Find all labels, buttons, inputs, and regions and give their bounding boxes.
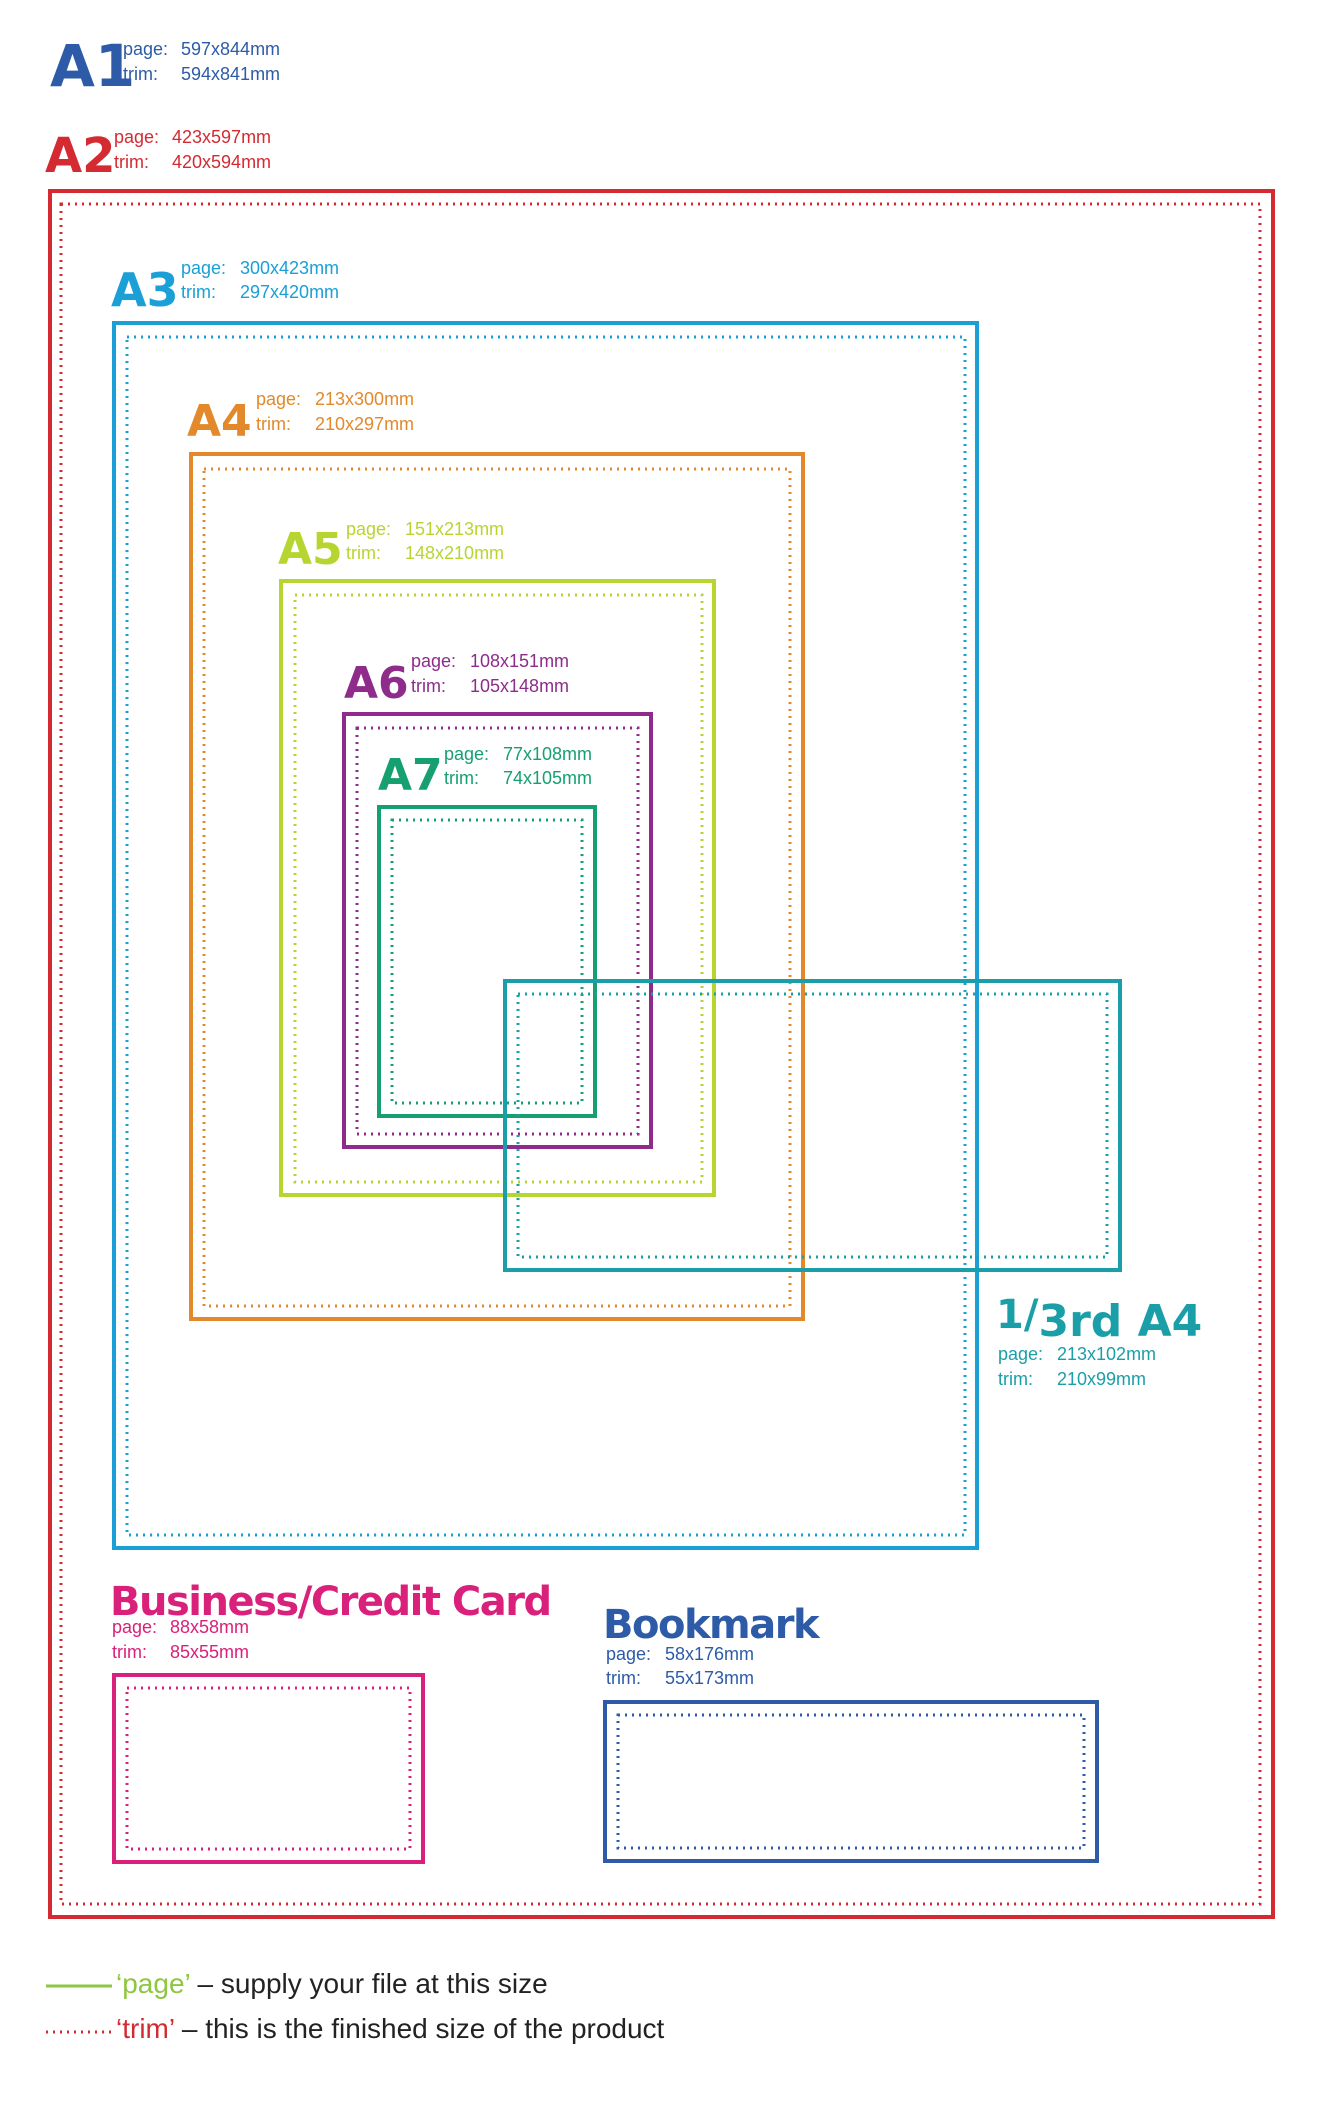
a6-trim-value: 105x148mm [470,676,569,696]
legend-page-text: ‘page’ – supply your file at this size [116,1968,548,1999]
third-a4-trim-value: 210x99mm [1057,1369,1146,1389]
business-card-trim-label: trim: [112,1642,147,1662]
a2-page-outline [48,189,1275,1919]
business-card-trim-value: 85x55mm [170,1642,249,1662]
size-a2: A2 page: 423x597mm trim: 420x594mm [45,127,1275,1919]
a5-page-value: 151x213mm [405,519,504,539]
a2-page-value: 423x597mm [172,127,271,147]
third-a4-page-value: 213x102mm [1057,1344,1156,1364]
a5-trim-label: trim: [346,543,381,563]
bookmark-trim-label: trim: [606,1668,641,1688]
third-a4-title-rest: 3rd A4 [1038,1296,1202,1347]
business-card-page-label: page: [112,1617,157,1637]
a5-trim-outline [293,593,704,1184]
a4-page-value: 213x300mm [315,389,414,409]
a4-page-outline [189,452,805,1321]
size-third-a4: 1/3rd A4 page: 213x102mm trim: 210x99mm [503,979,1202,1389]
a7-trim-outline [390,818,584,1105]
bookmark-page-value: 58x176mm [665,1644,754,1664]
a4-trim-outline [202,467,792,1308]
size-business-card: Business/Credit Card page: 88x58mm trim:… [110,1579,552,1864]
third-a4-title-slash: / [1024,1292,1039,1338]
a3-title: A3 [111,263,179,317]
size-a7: A7 page: 77x108mm trim: 74x105mm [377,744,597,1118]
a7-trim-value: 74x105mm [503,768,592,788]
third-a4-trim-label: trim: [998,1369,1033,1389]
business-card-trim-outline [125,1686,412,1851]
third-a4-page-outline [503,979,1122,1272]
a2-page-label: page: [114,127,159,147]
a4-title: A4 [187,396,252,447]
a7-page-label: page: [444,744,489,764]
third-a4-title-numerator: 1 [996,1292,1024,1338]
a3-trim-value: 297x420mm [240,282,339,302]
business-card-page-value: 88x58mm [170,1617,249,1637]
legend-page-term: ‘page’ [116,1968,190,1999]
a1-trim-label: trim: [123,64,158,84]
third-a4-title: 1/3rd A4 [996,1292,1202,1347]
bookmark-page-label: page: [606,1644,651,1664]
size-a4: A4 page: 213x300mm trim: 210x297mm [187,389,805,1321]
third-a4-trim-outline [516,992,1109,1259]
bookmark-page-outline [603,1700,1099,1863]
a3-page-outline [112,321,979,1550]
business-card-page-outline [112,1673,425,1864]
a2-title: A2 [45,128,116,184]
size-a1: A1 page: 597x844mm trim: 594x841mm [50,32,280,100]
legend-trim-description: – this is the finished size of the produ… [174,2013,664,2044]
size-a3: A3 page: 300x423mm trim: 297x420mm [111,258,979,1550]
a5-title: A5 [278,524,343,575]
third-a4-page-label: page: [998,1344,1043,1364]
a1-trim-value: 594x841mm [181,64,280,84]
a5-trim-value: 148x210mm [405,543,504,563]
bookmark-trim-outline [616,1713,1086,1850]
a7-title: A7 [378,750,443,801]
a6-trim-label: trim: [411,676,446,696]
size-a5: A5 page: 151x213mm trim: 148x210mm [278,519,716,1197]
a7-page-value: 77x108mm [503,744,592,764]
legend-page-description: – supply your file at this size [190,1968,548,1999]
a6-trim-outline [355,726,640,1136]
a6-title: A6 [344,658,409,709]
a4-trim-label: trim: [256,414,291,434]
a7-page-outline [377,805,597,1118]
a6-page-outline [342,712,653,1149]
a5-page-label: page: [346,519,391,539]
bookmark-trim-value: 55x173mm [665,1668,754,1688]
a3-page-label: page: [181,258,226,278]
bookmark-title: Bookmark [603,1602,821,1648]
a4-trim-value: 210x297mm [315,414,414,434]
a1-title: A1 [50,32,135,100]
size-a6: A6 page: 108x151mm trim: 105x148mm [342,651,653,1149]
a2-trim-value: 420x594mm [172,152,271,172]
a4-page-label: page: [256,389,301,409]
a1-page-label: page: [123,39,168,59]
a7-trim-label: trim: [444,768,479,788]
legend-trim-text: ‘trim’ – this is the finished size of th… [116,2013,665,2044]
legend: ‘page’ – supply your file at this size ‘… [46,1968,665,2044]
size-bookmark: Bookmark page: 58x176mm trim: 55x173mm [603,1602,1099,1863]
a1-page-value: 597x844mm [181,39,280,59]
a2-trim-label: trim: [114,152,149,172]
business-card-title: Business/Credit Card [110,1579,551,1625]
a5-page-outline [279,579,716,1197]
a3-trim-label: trim: [181,282,216,302]
a3-page-value: 300x423mm [240,258,339,278]
a6-page-value: 108x151mm [470,651,569,671]
a6-page-label: page: [411,651,456,671]
legend-trim-term: ‘trim’ [116,2013,174,2044]
a3-trim-outline [125,335,967,1537]
